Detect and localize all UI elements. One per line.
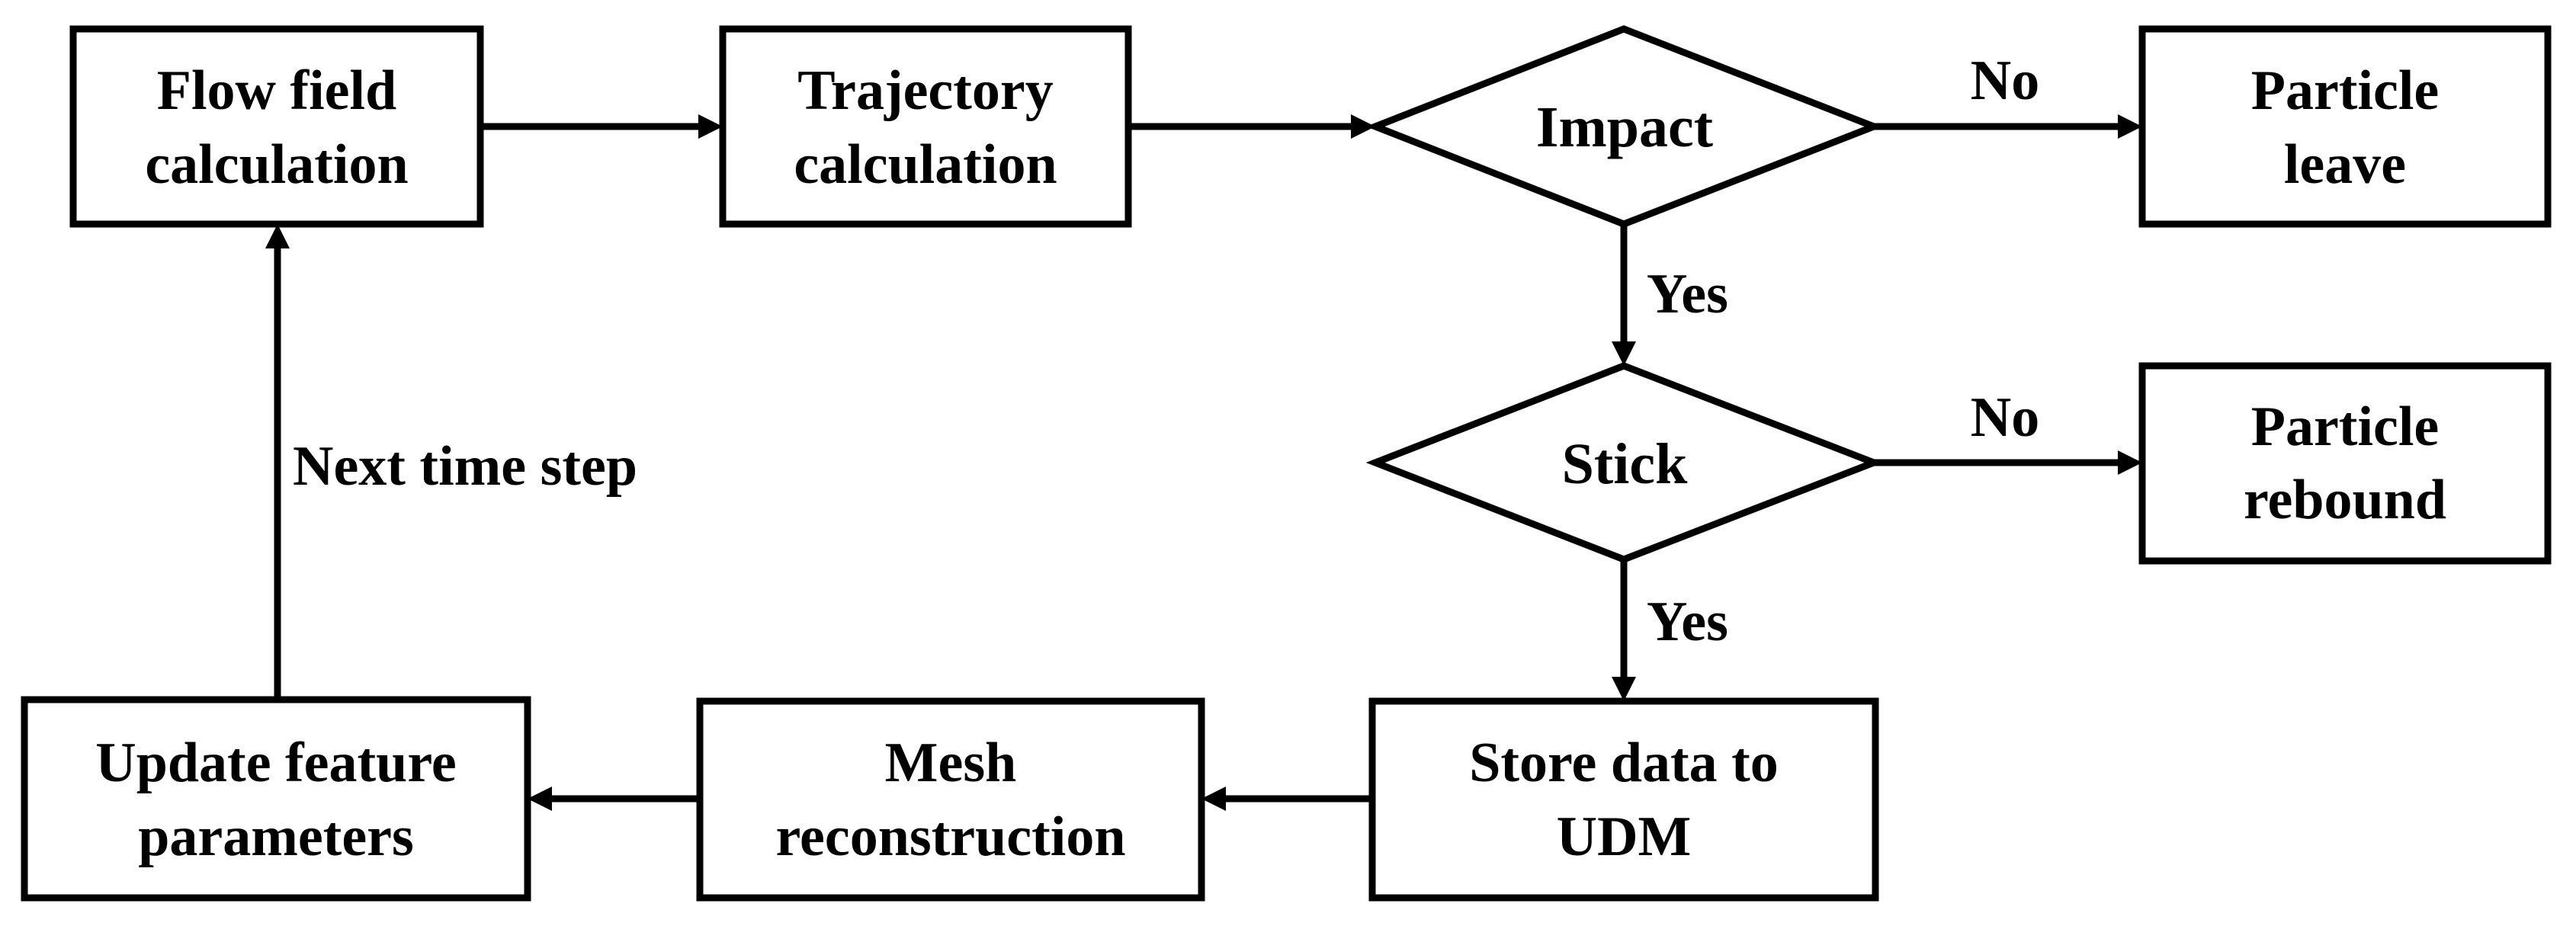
particle-rebound-label-line1: Particle xyxy=(2251,396,2440,458)
flow-field-label-line2: calculation xyxy=(145,133,408,196)
mesh-label-line1: Mesh xyxy=(885,732,1017,794)
impact-no-label: No xyxy=(1971,50,2039,112)
node-impact-decision: Impact xyxy=(1365,25,1884,228)
node-update-feature-parameters: Update feature parameters xyxy=(21,696,531,902)
node-stick-decision: Stick xyxy=(1365,362,1884,563)
mesh-label-line2: reconstruction xyxy=(776,806,1126,868)
edge-labels: No Yes No Yes Next time step xyxy=(293,50,2039,653)
impact-yes-label: Yes xyxy=(1647,263,1728,325)
impact-label: Impact xyxy=(1536,95,1713,159)
arrowhead-stick-to-store xyxy=(1612,677,1636,701)
particle-leave-label-line2: leave xyxy=(2284,133,2406,196)
edges xyxy=(265,114,2142,811)
store-data-label-line2: UDM xyxy=(1557,806,1692,868)
particle-leave-label-line1: Particle xyxy=(2251,59,2440,122)
arrowhead-stick-to-rebound xyxy=(2118,450,2142,475)
update-feature-label-line1: Update feature xyxy=(95,732,456,794)
particle-rebound-label-line2: rebound xyxy=(2244,469,2446,531)
store-data-label-line1: Store data to xyxy=(1469,732,1779,794)
arrowhead-flow-to-trajectory xyxy=(698,114,723,139)
arrowhead-impact-to-leave xyxy=(2118,114,2142,139)
arrowhead-update-to-flow xyxy=(265,224,290,248)
node-store-data-to-udm: Store data to UDM xyxy=(1368,697,1879,902)
node-flow-field-calculation: Flow field calculation xyxy=(69,25,484,228)
stick-label: Stick xyxy=(1562,432,1688,496)
node-particle-rebound: Particle rebound xyxy=(2138,362,2552,565)
stick-no-label: No xyxy=(1971,386,2039,449)
arrowhead-trajectory-to-impact xyxy=(1351,114,1375,139)
arrowhead-mesh-to-update xyxy=(528,787,552,811)
next-time-step-label: Next time step xyxy=(293,435,637,498)
arrowhead-store-to-mesh xyxy=(1201,787,1226,811)
trajectory-label-line2: calculation xyxy=(794,133,1057,196)
update-feature-label-line2: parameters xyxy=(138,806,414,868)
node-trajectory-calculation: Trajectory calculation xyxy=(719,25,1132,228)
node-particle-leave: Particle leave xyxy=(2138,25,2552,228)
flow-field-label-line1: Flow field xyxy=(157,59,396,122)
trajectory-label-line1: Trajectory xyxy=(797,59,1054,122)
node-mesh-reconstruction: Mesh reconstruction xyxy=(696,697,1205,902)
stick-yes-label: Yes xyxy=(1647,591,1728,653)
arrowhead-impact-to-stick xyxy=(1612,341,1636,366)
